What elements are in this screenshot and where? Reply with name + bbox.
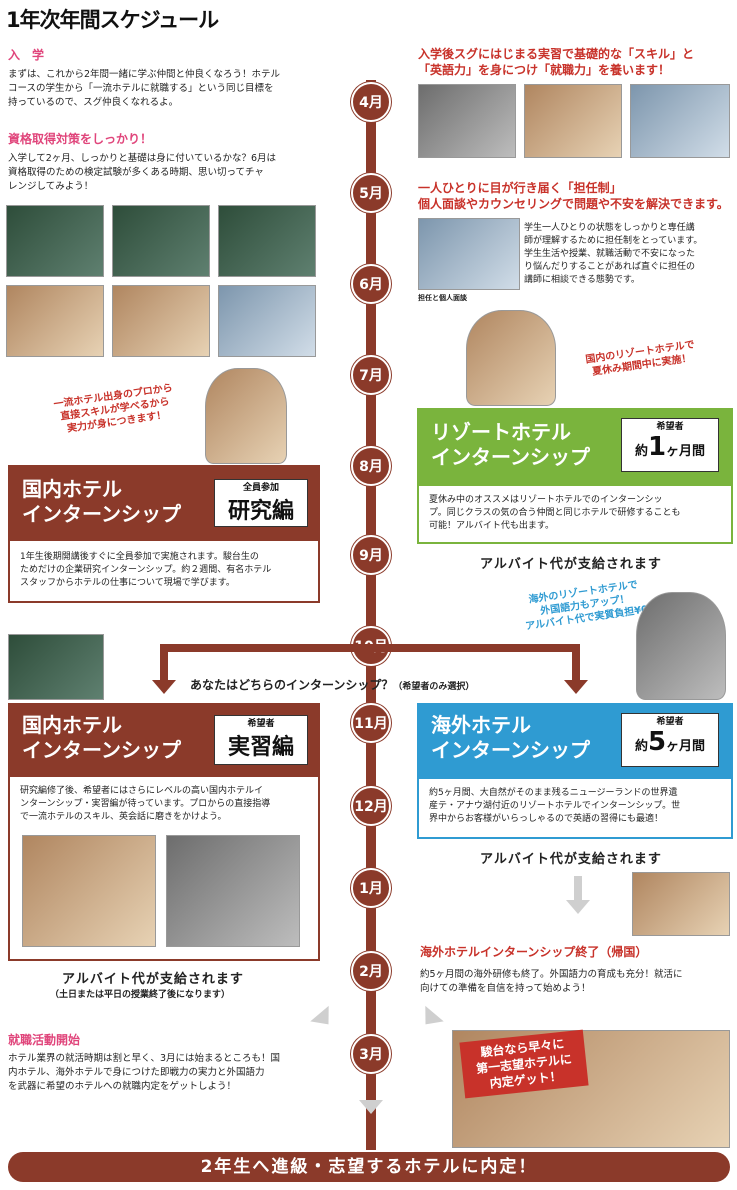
practice-photo-1 [6, 285, 104, 357]
pay-domestic-note: （土日または平日の授業終了後になります） [50, 990, 231, 1000]
abroad-title-2: インターンシップ [431, 738, 590, 762]
tannin-heading: 一人ひとりに目が行き届く「担任制」個人面談やカウンセリングで問題や不安を解決でき… [418, 181, 729, 211]
job-text: ホテル業界の就活時期は割と早く、3月には始まるところも！国内ホテル、海外ホテルで… [8, 1053, 281, 1092]
tannin-text: 学生一人ひとりの状態をしっかりと専任講師が理解するために担任制をとっています。学… [524, 223, 703, 285]
timeline-spine [366, 80, 376, 1150]
abroad-title-1: 海外ホテル [431, 713, 531, 737]
classroom-photo-1 [6, 205, 104, 277]
month-2: 2月 [351, 951, 391, 991]
student-photo-resort [466, 310, 556, 406]
skill-photo-1 [418, 84, 516, 158]
speech-resort: 国内のリゾートホテルで夏休み期間中に実施！ [584, 339, 696, 378]
month-7: 7月 [351, 355, 391, 395]
domestic-practice-title-2: インターンシップ [22, 738, 181, 762]
resort-tag-small: 希望者 [656, 422, 684, 432]
practice-tag-small: 希望者 [247, 719, 275, 729]
month-4: 4月 [351, 82, 391, 122]
month-8: 8月 [351, 446, 391, 486]
resort-title-1: リゾートホテル [431, 420, 571, 444]
license-text: 入学して2ヶ月、しっかりと基礎は身に付いているかな？6月は資格取得のための検定試… [8, 153, 277, 192]
gray-arrow-down [566, 900, 590, 914]
domestic-practice-text: 研究編修了後、希望者にはさらにレベルの高い国内ホテルインターンシップ・実習編が待… [20, 786, 271, 822]
abroad-text: 約5ヶ月間、大自然がそのまま残るニュージーランドの世界遺産テ・アナウ湖付近のリゾ… [429, 788, 681, 824]
resort-tag: 希望者 約1ヶ月間 [621, 418, 719, 472]
branch-line [160, 644, 580, 652]
entrance-heading: 入 学 [8, 48, 45, 62]
bottom-banner: 2年生へ進級・志望するホテルに内定！ [8, 1152, 730, 1182]
pay-abroad: アルバイト代が支給されます [480, 852, 662, 867]
entrance-text: まずは、これから2年間一緒に学ぶ仲間と仲良くなろう！ホテルコースの学生から「一流… [8, 69, 281, 108]
resort-tag-duration: 約1ヶ月間 [634, 432, 706, 462]
domestic-study-title-1: 国内ホテル [22, 477, 122, 501]
classroom-photo-3 [218, 205, 316, 277]
student-photo-male [205, 368, 287, 464]
domestic-practice-title-1: 国内ホテル [22, 713, 122, 737]
pay-domestic: アルバイト代が支給されます [62, 972, 244, 987]
gray-arrow-left [310, 1005, 338, 1033]
resort-title-2: インターンシップ [431, 445, 590, 469]
tannin-photo [418, 218, 520, 290]
resort-box: リゾートホテル インターンシップ 希望者 約1ヶ月間 夏休み中のオススメはリゾー… [417, 408, 733, 544]
month-12: 12月 [351, 786, 391, 826]
classroom-photo-2 [112, 205, 210, 277]
study-tag: 全員参加 研究編 [214, 479, 308, 527]
tannin-caption: 担任と個人面談 [418, 294, 467, 302]
speech-study: 一流ホテル出身のプロから直接スキルが学べるから実力が身につきます！ [53, 382, 174, 435]
practice-photo-3 [218, 285, 316, 357]
practice-photo-kitchen [22, 835, 156, 947]
skill-heading: 入学後スグにはじまる実習で基礎的な「スキル」と「英語力」を身につけ「就職力」を養… [418, 47, 695, 77]
arrow-left-down [152, 680, 176, 694]
gray-arrow-right [416, 1005, 444, 1033]
practice-photo-lobby [166, 835, 300, 947]
choice-question: あなたはどちらのインターンシップ？（希望者のみ選択） [190, 678, 475, 692]
skill-photo-3 [630, 84, 730, 158]
domestic-study-title-2: インターンシップ [22, 502, 181, 526]
abroad-end-heading: 海外ホテルインターンシップ終了（帰国） [420, 945, 648, 959]
domestic-study-text: 1年生後期開講後すぐに全員参加で実施されます。駿台生のためだけの企業研究インター… [20, 552, 272, 588]
abroad-return-photo [632, 872, 730, 936]
month-6: 6月 [351, 264, 391, 304]
abroad-box: 海外ホテル インターンシップ 希望者 約5ヶ月間 約5ヶ月間、大自然がそのまま残… [417, 703, 733, 839]
month-11: 11月 [351, 703, 391, 743]
month-3: 3月 [351, 1034, 391, 1074]
study-tag-small: 全員参加 [242, 483, 279, 493]
branch-right [572, 644, 580, 680]
domestic-study-header: 国内ホテル インターンシップ 全員参加 研究編 [10, 467, 318, 541]
domestic-practice-box: 国内ホテル インターンシップ 希望者 実習編 研究編修了後、希望者にはさらにレベ… [8, 703, 320, 961]
skill-photo-2 [524, 84, 622, 158]
branch-left [160, 644, 168, 680]
abroad-end-text: 約5ヶ月間の海外研修も終了。外国語力の育成も充分！就活に向けての準備を自信を持っ… [420, 969, 683, 994]
study-tag-big: 研究編 [227, 499, 294, 524]
month-5: 5月 [351, 173, 391, 213]
resort-header: リゾートホテル インターンシップ 希望者 約1ヶ月間 [419, 410, 731, 486]
gray-arrow-shaft [574, 876, 582, 902]
license-heading: 資格取得対策をしっかり！ [8, 132, 153, 146]
practice-tag: 希望者 実習編 [214, 715, 308, 765]
domestic-study-box: 国内ホテル インターンシップ 全員参加 研究編 1年生後期開講後すぐに全員参加で… [8, 465, 320, 603]
arrow-right-down [564, 680, 588, 694]
hotel-staff-photo [8, 634, 104, 700]
practice-photo-2 [112, 285, 210, 357]
abroad-header: 海外ホテル インターンシップ 希望者 約5ヶ月間 [419, 705, 731, 779]
practice-tag-big: 実習編 [227, 735, 294, 760]
month-9: 9月 [351, 535, 391, 575]
month-1: 1月 [351, 868, 391, 908]
resort-text: 夏休み中のオススメはリゾートホテルでのインターンシップ。同じクラスの気の合う仲間… [429, 495, 681, 531]
gray-arrow-bottom [359, 1100, 383, 1114]
abroad-tag: 希望者 約5ヶ月間 [621, 713, 719, 767]
pay-resort: アルバイト代が支給されます [480, 557, 662, 572]
page-title: 1年次年間スケジュール [6, 8, 219, 32]
job-heading: 就職活動開始 [8, 1033, 81, 1047]
domestic-practice-header: 国内ホテル インターンシップ 希望者 実習編 [10, 705, 318, 777]
abroad-tag-small: 希望者 [656, 717, 684, 727]
abroad-tag-duration: 約5ヶ月間 [634, 727, 706, 757]
student-photo-abroad [636, 592, 726, 700]
